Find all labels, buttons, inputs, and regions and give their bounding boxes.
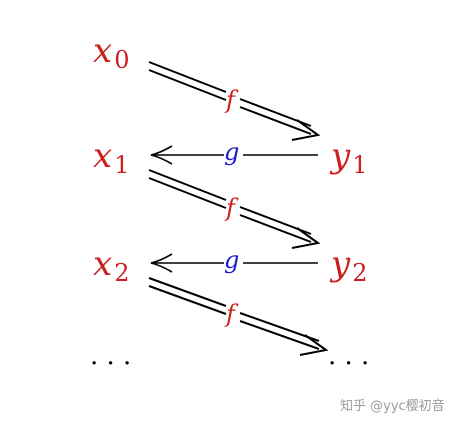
node-x0-sub: 0 — [114, 46, 129, 74]
edge-g1-arrowhead — [150, 145, 173, 165]
edge-g2 — [150, 253, 318, 273]
edge-f1-line-b — [148, 69, 227, 101]
node-y2-sub: 2 — [352, 259, 367, 287]
node-left-dots: · · · — [90, 349, 131, 379]
edge-f3-line-b — [148, 285, 227, 315]
svg-text:x2: x2 — [93, 244, 129, 287]
edge-f2 — [148, 169, 321, 249]
edge-g2-label: g — [224, 246, 239, 274]
edge-g2-arrowhead — [150, 253, 173, 273]
svg-text:y1: y1 — [329, 136, 368, 179]
node-x2-sub: 2 — [114, 259, 129, 287]
node-y2-base: y — [329, 244, 351, 284]
node-x2-base: x — [93, 244, 112, 284]
edge-f2-line-a — [148, 169, 227, 201]
edge-f1-label: f — [224, 86, 239, 114]
edge-f2-line-d — [239, 214, 312, 243]
edge-g1-label: g — [224, 138, 239, 166]
node-y1: y1 — [329, 136, 368, 179]
edge-f1-arrowhead — [291, 119, 321, 141]
node-x0-base: x — [93, 31, 112, 71]
watermark-text: 知乎 @yyc樱初音 — [340, 398, 445, 414]
edge-g1 — [150, 145, 318, 165]
edge-f2-label: f — [224, 194, 239, 222]
svg-text:x0: x0 — [93, 31, 129, 74]
node-x2: x2 — [93, 244, 129, 287]
node-x1-base: x — [93, 136, 112, 176]
node-y1-base: y — [329, 136, 351, 176]
edge-f1-line-d — [239, 106, 312, 135]
node-x1-sub: 1 — [114, 151, 129, 179]
edge-f1 — [148, 61, 321, 141]
edge-f2-arrowhead — [291, 227, 321, 249]
edge-f3-line-a — [148, 277, 227, 307]
node-right-dots: · · · — [328, 349, 369, 379]
edge-f3-label: f — [224, 300, 239, 328]
node-y1-sub: 1 — [352, 151, 367, 179]
node-y2: y2 — [329, 244, 368, 287]
node-x0: x0 — [93, 31, 129, 74]
svg-text:y2: y2 — [329, 244, 368, 287]
edge-f2-line-b — [148, 177, 227, 209]
edge-f3-arrowhead — [299, 334, 329, 356]
node-x1: x1 — [93, 136, 129, 179]
edge-f3 — [148, 277, 329, 356]
edge-f1-line-a — [148, 61, 227, 93]
edge-f3-line-d — [239, 320, 320, 350]
svg-text:x1: x1 — [93, 136, 129, 179]
